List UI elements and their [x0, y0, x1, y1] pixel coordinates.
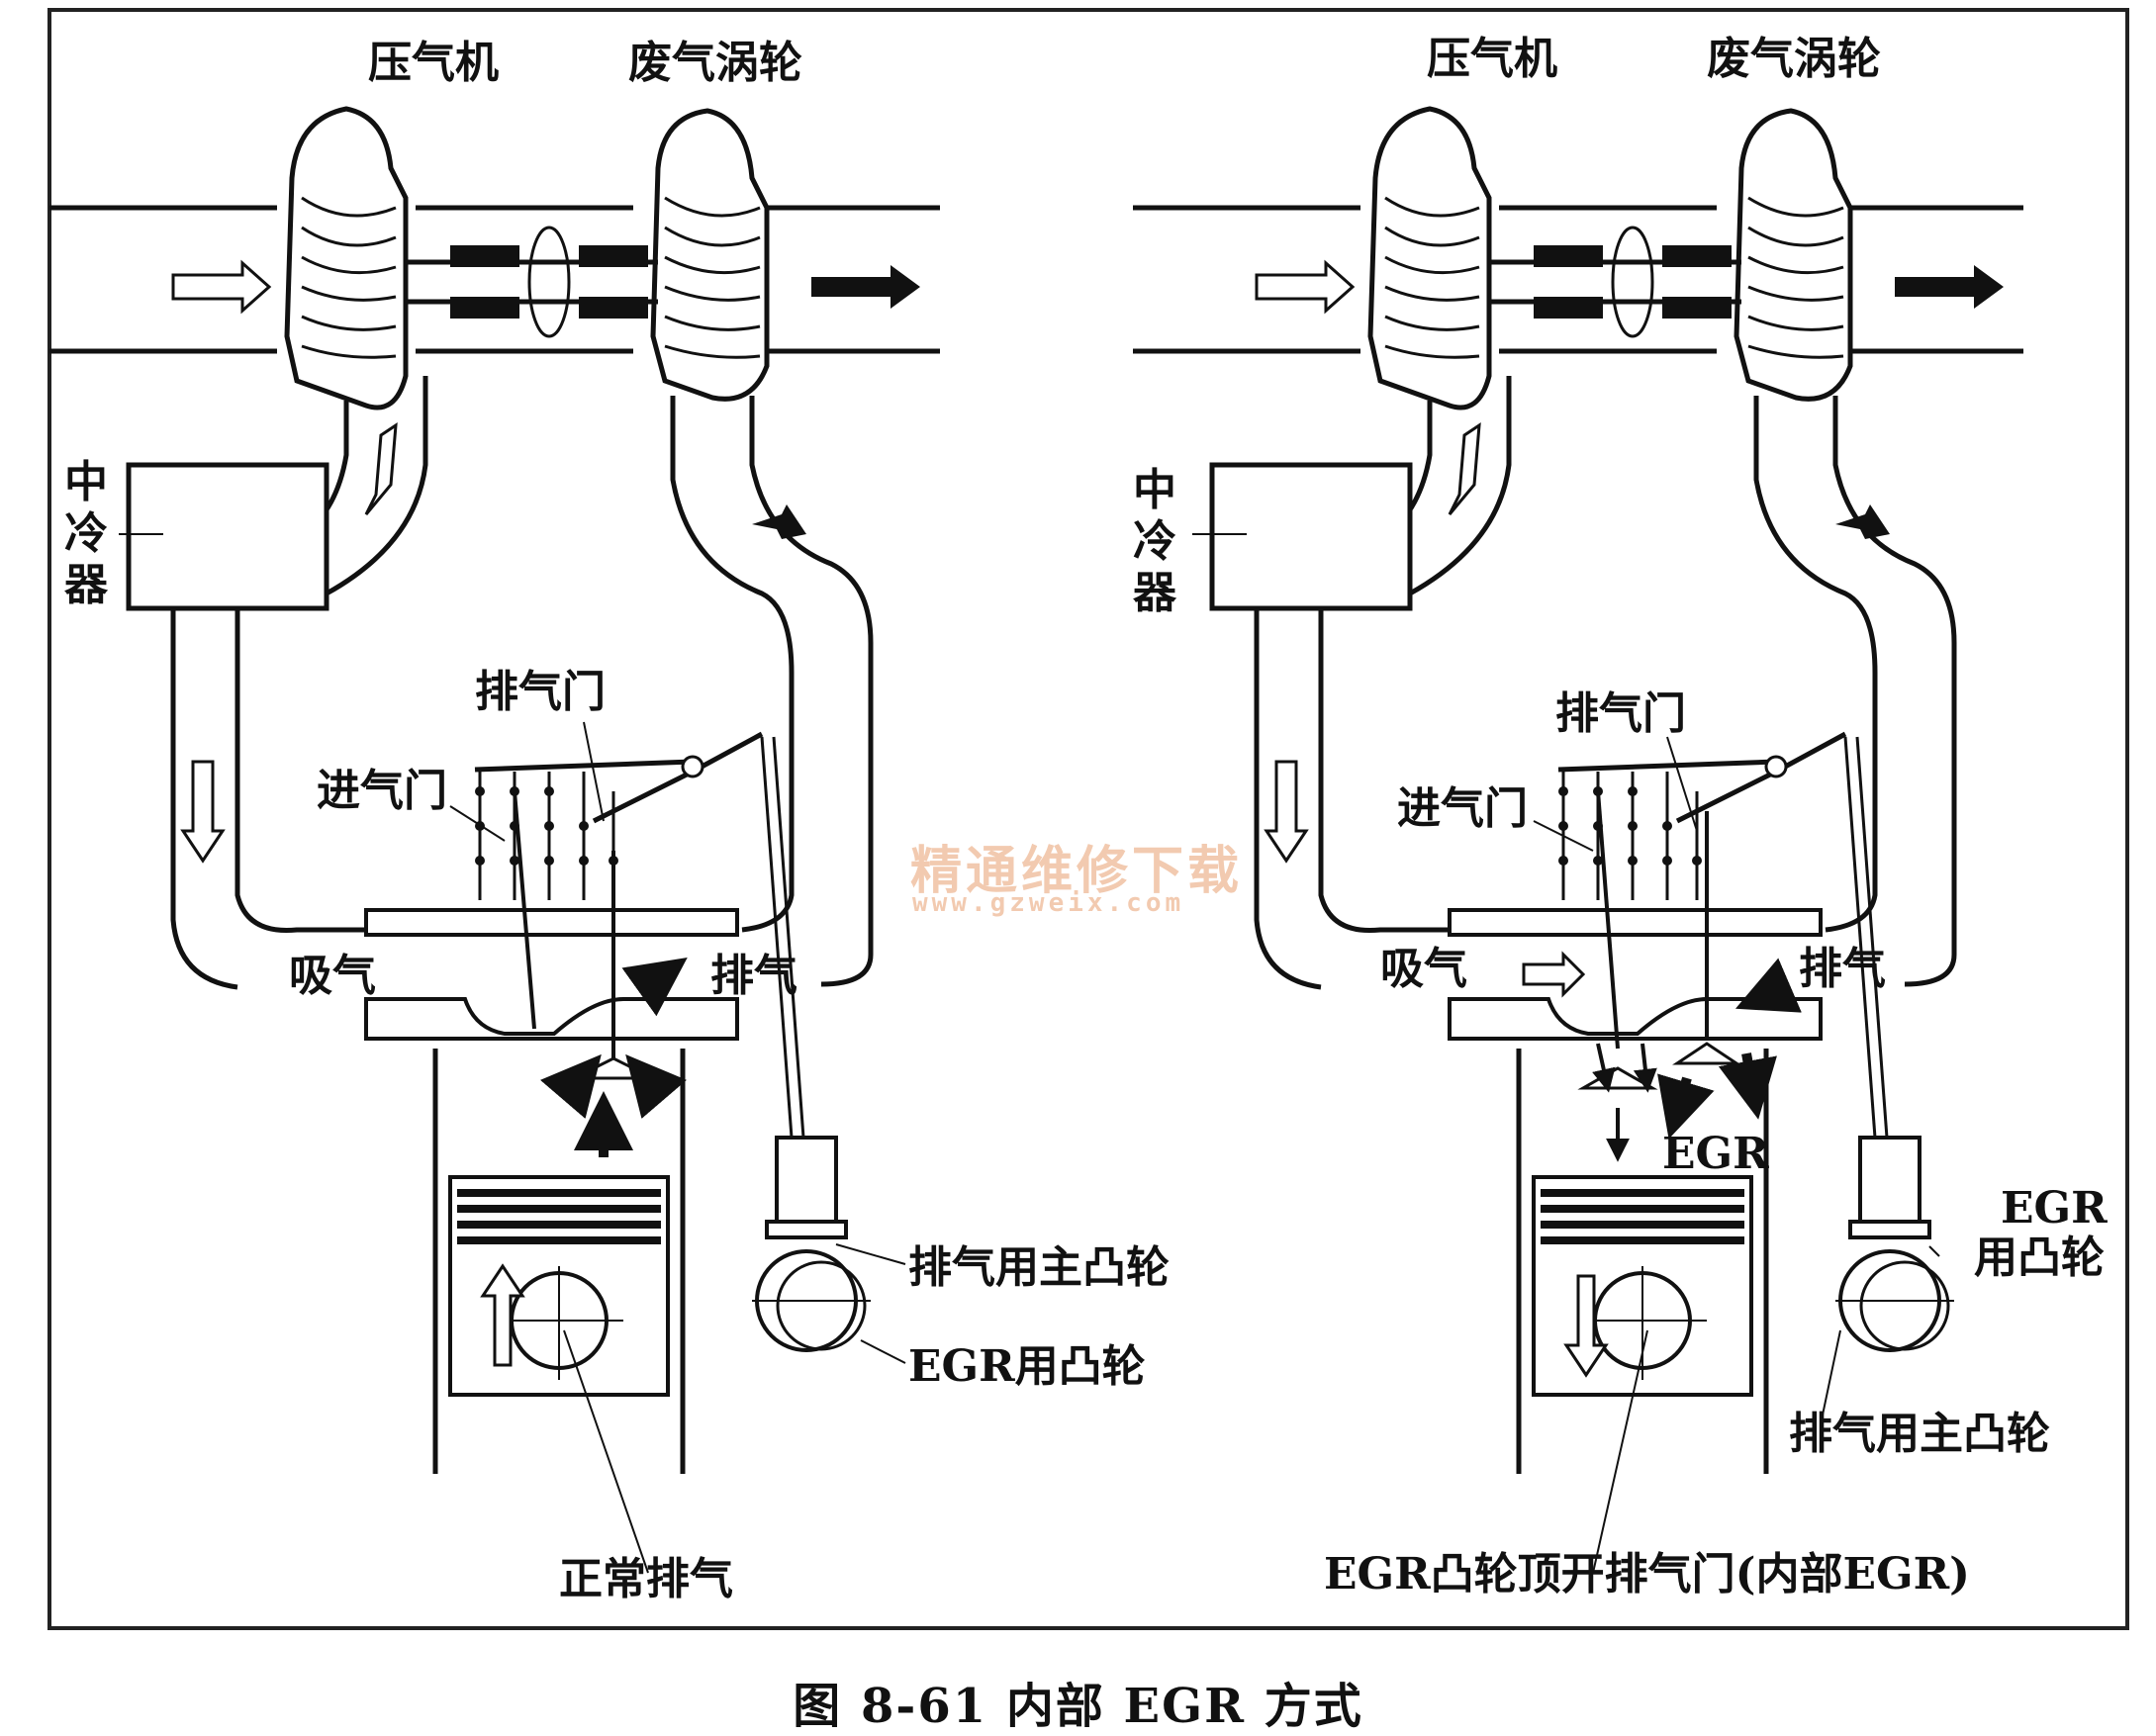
- right-egr-label: EGR: [1662, 1129, 1769, 1179]
- right-engine-diagram: [1133, 109, 2023, 1574]
- left-intercooler-label: 中冷器: [64, 457, 108, 610]
- right-exhaust-valve-label: 排气门: [1555, 688, 1686, 739]
- right-turbine-label: 废气涡轮: [1707, 34, 1881, 84]
- right-egr-note: EGR凸轮顶开排气门(内部EGR): [1324, 1549, 1970, 1599]
- right-intake-label: 吸气: [1380, 944, 1467, 994]
- right-egr-cam-label-line2: 用凸轮: [1974, 1233, 2105, 1283]
- right-compressor-label: 压气机: [1427, 34, 1557, 84]
- figure-caption: 图 8-61 内部 EGR 方式: [793, 1679, 1363, 1734]
- left-main-exhaust-cam-label: 排气用主凸轮: [908, 1242, 1170, 1293]
- figure-frame: [47, 8, 2129, 1630]
- watermark-text: 精通维修下载: [910, 842, 1244, 901]
- right-intake-valve-stem: [1596, 790, 1620, 1050]
- right-intake-valve-label: 进气门: [1397, 783, 1528, 834]
- right-exhaust-valve-head: [1672, 1042, 1741, 1065]
- right-intercooler-label: 中冷器: [1133, 465, 1176, 618]
- left-egr-cam-label: EGR用凸轮: [908, 1341, 1146, 1392]
- left-engine-diagram: [49, 109, 940, 1574]
- left-exhaust-label: 排气: [710, 951, 797, 1001]
- left-compressor-label: 压气机: [368, 38, 499, 88]
- left-intake-valve-label: 进气门: [317, 766, 447, 816]
- left-exhaust-valve-label: 排气门: [475, 667, 606, 717]
- watermark-url: www.gzweix.com: [912, 888, 1185, 918]
- right-intake-valve-head: [1577, 1066, 1658, 1090]
- left-turbine-label: 废气涡轮: [628, 38, 802, 88]
- left-intake-label: 吸气: [289, 951, 376, 1001]
- right-main-exhaust-cam-label: 排气用主凸轮: [1789, 1409, 2050, 1459]
- left-normal-exhaust-note: 正常排气: [559, 1554, 733, 1604]
- left-intake-valve-stem: [513, 790, 536, 1030]
- right-exhaust-label: 排气: [1799, 944, 1886, 994]
- right-egr-cam-label-line1: EGR: [2001, 1183, 2108, 1233]
